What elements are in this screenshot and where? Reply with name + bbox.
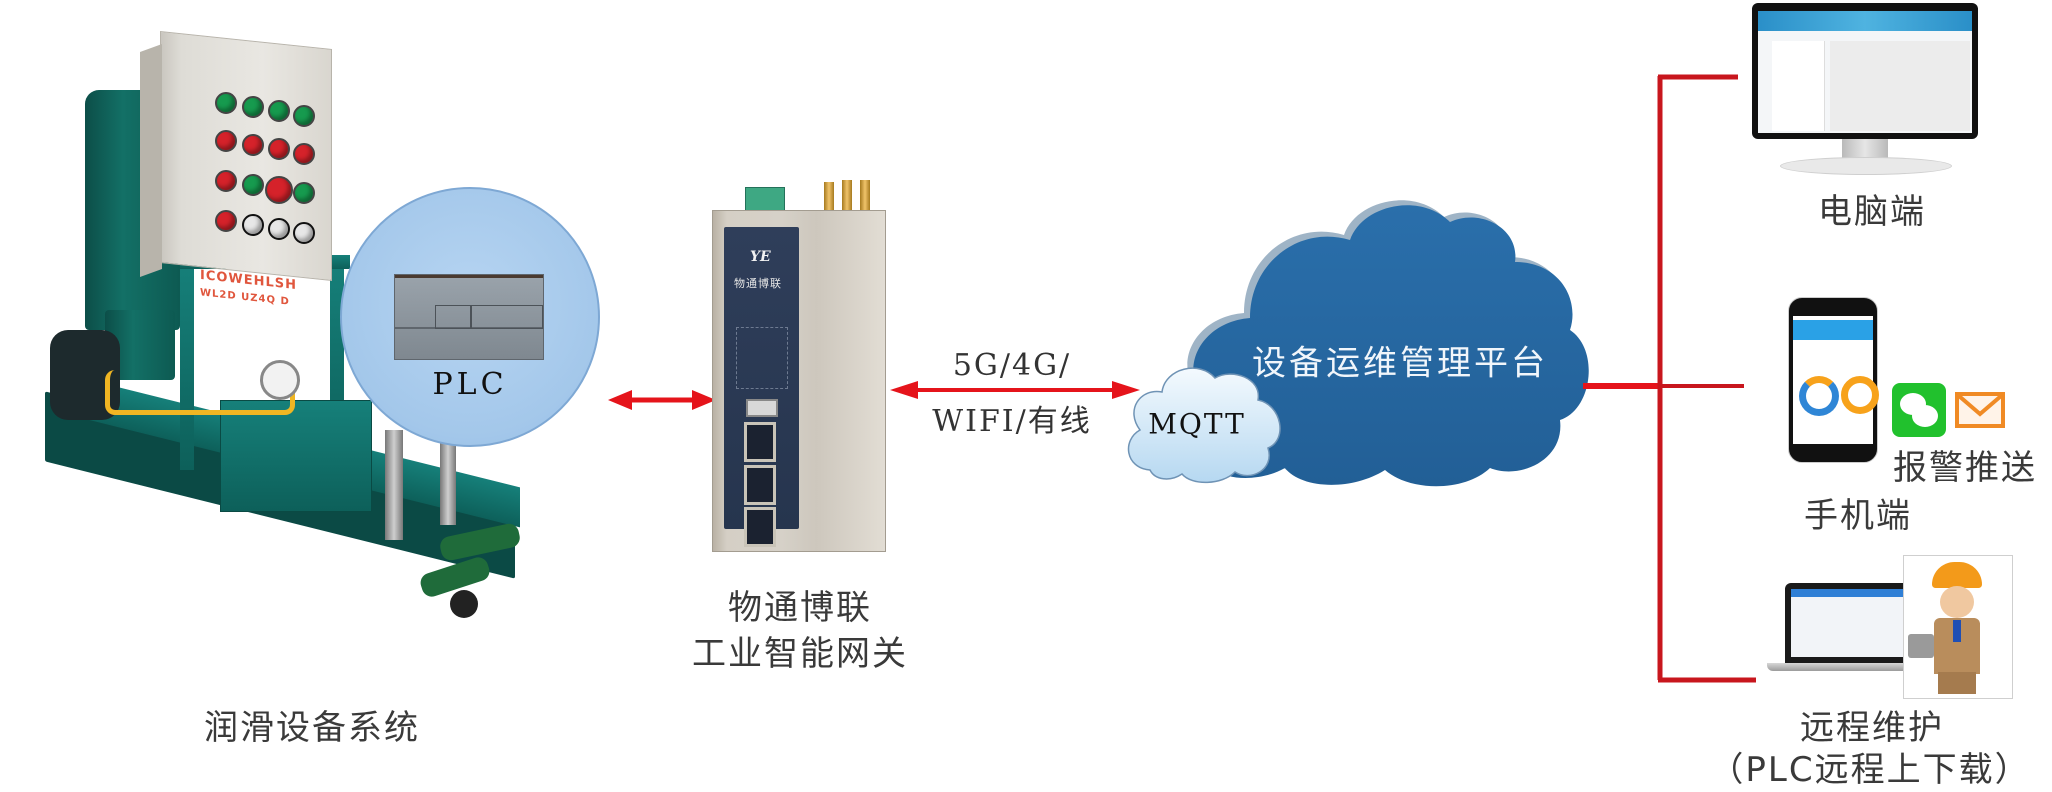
outlet-valve-2 xyxy=(440,425,456,525)
monitor-stand xyxy=(1842,139,1888,161)
antenna-connector xyxy=(860,180,870,210)
ethernet-port xyxy=(744,465,776,505)
phone-screen xyxy=(1793,316,1879,444)
platform-cloud xyxy=(1175,200,1589,487)
screen-sidebar xyxy=(1772,41,1825,131)
indicator-green xyxy=(215,92,237,114)
platform-label: 设备运维管理平台 xyxy=(1252,343,1548,384)
usb-port xyxy=(746,399,778,417)
laptop-screen xyxy=(1785,583,1909,663)
phone-app-header xyxy=(1793,320,1873,340)
mqtt-cloud xyxy=(1127,367,1281,484)
plc-callout: PLC xyxy=(340,187,600,447)
wechat-icon xyxy=(1892,383,1946,437)
push-button-green xyxy=(242,174,264,196)
pressure-gauge xyxy=(260,360,300,400)
smartphone-icon xyxy=(1788,297,1879,463)
engineer-briefcase xyxy=(1908,634,1934,658)
link-label-wifi-wired: WIFI/有线 xyxy=(932,404,1092,439)
mobile-label: 手机端 xyxy=(1804,496,1912,536)
mail-flap xyxy=(1959,396,2001,417)
engineer-card xyxy=(1903,555,2013,699)
indicator-red xyxy=(293,143,315,165)
hard-hat xyxy=(1932,562,1982,588)
remote-label: 远程维护 xyxy=(1800,708,1944,748)
mqtt-label: MQTT xyxy=(1148,407,1246,441)
cabinet-side xyxy=(140,43,162,278)
reservoir-box xyxy=(220,400,372,512)
indicator-red xyxy=(268,138,290,160)
selector-switch xyxy=(268,218,290,240)
arrow-equipment-gateway xyxy=(608,390,716,410)
indicator-green xyxy=(242,96,264,118)
push-button-red xyxy=(215,170,237,192)
arrow-gateway-platform xyxy=(890,381,1140,399)
lubrication-equipment: ICOWEHLSH WL2D UZ4Q D xyxy=(20,30,580,710)
plc-brand-strip xyxy=(395,275,543,278)
push-button-red xyxy=(215,210,237,232)
selector-switch xyxy=(242,214,264,236)
gateway-logo: YE xyxy=(750,249,771,265)
remote-sublabel: （PLC远程上下载） xyxy=(1709,750,2031,790)
plc-module-door xyxy=(471,305,543,329)
indicator-red xyxy=(215,130,237,152)
link-label-cellular: 5G/4G/ xyxy=(952,348,1072,383)
selector-switch xyxy=(293,222,315,244)
ethernet-port xyxy=(744,507,776,547)
monitor-screen xyxy=(1758,11,1972,133)
wechat-bubble xyxy=(1912,405,1938,427)
ethernet-port xyxy=(744,422,776,462)
gateway-label-line1: 物通博联 xyxy=(728,588,872,628)
engineer-legs xyxy=(1938,672,1976,694)
plc-label: PLC xyxy=(432,367,508,402)
phone-donut-chart xyxy=(1841,376,1879,414)
outlet-cap xyxy=(450,590,478,618)
indicator-red xyxy=(242,134,264,156)
push-button-green xyxy=(293,182,315,204)
branch-connectors xyxy=(1583,74,1756,683)
indicator-green xyxy=(268,100,290,122)
engineer-face xyxy=(1940,586,1974,618)
phone-donut-chart xyxy=(1799,376,1839,416)
engineer-tie xyxy=(1953,620,1961,642)
alarm-push-label: 报警推送 xyxy=(1893,448,2037,488)
industrial-gateway: YE 物通博联 xyxy=(712,180,892,560)
laptop-base xyxy=(1767,663,1919,671)
equipment-label: 润滑设备系统 xyxy=(204,708,420,748)
emergency-stop-button xyxy=(265,176,293,204)
gateway-panel-brand: 物通博联 xyxy=(734,277,782,290)
outlet-valve-1 xyxy=(385,430,403,540)
plc-module-door xyxy=(435,305,471,329)
antenna-connector xyxy=(824,182,834,212)
antenna-connector xyxy=(842,180,852,212)
plc-device xyxy=(394,274,544,360)
monitor-base xyxy=(1780,157,1952,175)
indicator-green xyxy=(293,105,315,127)
laptop-engineer-icon xyxy=(1765,555,2015,700)
screen-header xyxy=(1758,11,1972,31)
gateway-front-panel: YE 物通博联 xyxy=(724,227,799,547)
laptop-display xyxy=(1791,589,1903,657)
frame-leg-left xyxy=(180,260,194,470)
status-leds xyxy=(736,327,788,389)
gateway-label-line2: 工业智能网关 xyxy=(692,634,908,674)
pc-endpoint xyxy=(1752,3,1982,178)
terminal-block xyxy=(745,187,785,211)
screen-map xyxy=(1830,41,1970,131)
pc-label: 电脑端 xyxy=(1818,192,1926,232)
desktop-monitor-icon xyxy=(1752,3,1978,139)
mail-icon xyxy=(1955,392,2005,428)
